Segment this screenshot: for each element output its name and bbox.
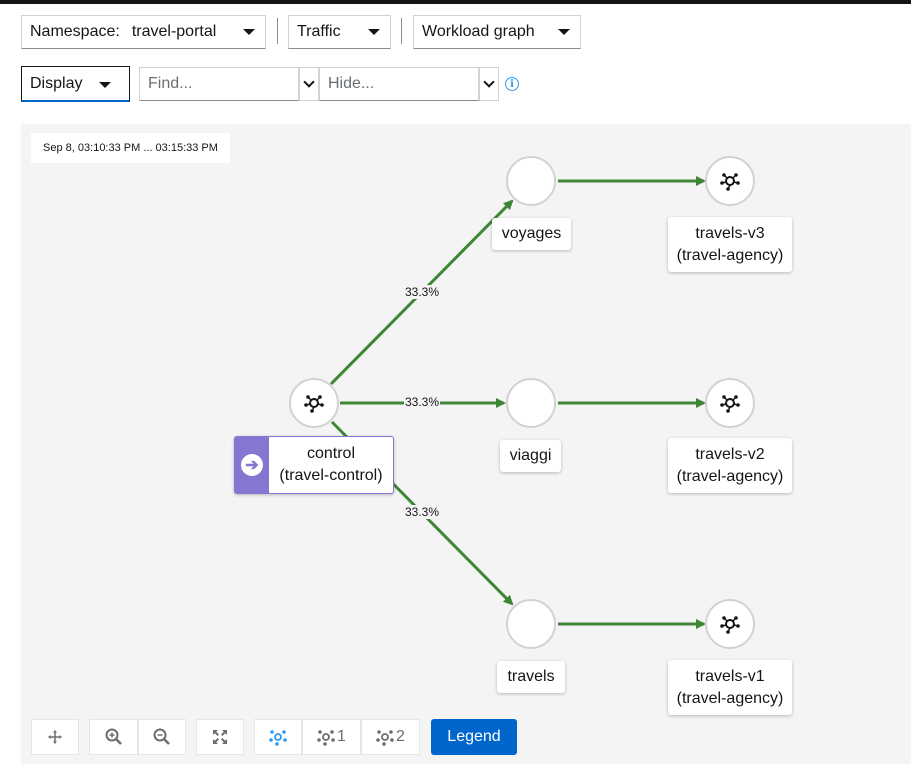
node-travels-v2[interactable]	[705, 378, 755, 428]
edge-label-viaggi: 33.3%	[404, 395, 441, 409]
travels-v3-name: travels-v3	[695, 225, 765, 242]
node-label-travels[interactable]: travels	[497, 661, 565, 693]
node-label-travels-v3[interactable]: travels-v3 (travel-agency)	[668, 217, 792, 272]
namespace-label: Namespace:	[30, 23, 120, 40]
find-options-button[interactable]	[299, 67, 319, 101]
graph-type-label: Workload graph	[422, 23, 535, 40]
find-placeholder: Find...	[148, 75, 193, 92]
control-label-text: control (travel-control)	[269, 437, 393, 493]
node-voyages[interactable]	[506, 156, 556, 206]
node-travels-v1[interactable]	[705, 599, 755, 649]
layout-2-button[interactable]: 2	[361, 719, 420, 755]
toolbar-divider	[277, 18, 278, 44]
edge-label-travels: 33.3%	[404, 505, 441, 519]
node-viaggi[interactable]	[506, 378, 556, 428]
layout-1-label: 1	[337, 728, 346, 745]
caret-down-icon	[243, 29, 255, 35]
display-label: Display	[30, 74, 83, 92]
namespace-dropdown[interactable]: Namespace: travel-portal	[21, 15, 266, 49]
toolbar-divider	[401, 18, 402, 44]
control-namespace: (travel-control)	[279, 467, 383, 484]
arrow-right-icon: ➔	[241, 454, 263, 476]
caret-down-icon	[368, 29, 380, 35]
zoom-out-button[interactable]	[138, 719, 186, 755]
control-name: control	[306, 445, 356, 462]
hide-placeholder: Hide...	[328, 75, 375, 92]
node-label-travels-v2[interactable]: travels-v2 (travel-agency)	[668, 438, 792, 493]
expand-icon	[213, 730, 227, 744]
layout-2-label: 2	[396, 728, 405, 745]
topology-icon	[376, 730, 394, 746]
top-border	[0, 0, 911, 4]
legend-button[interactable]: Legend	[431, 719, 517, 755]
travels-v3-namespace: (travel-agency)	[676, 247, 784, 264]
edge-label-voyages: 33.3%	[404, 285, 441, 299]
fit-to-screen-button[interactable]	[196, 719, 244, 755]
node-travels-v3[interactable]	[705, 156, 755, 206]
zoom-in-icon	[105, 728, 122, 745]
namespace-value: travel-portal	[131, 23, 217, 40]
topology-icon	[269, 730, 287, 746]
info-circle-icon[interactable]: i	[505, 77, 519, 91]
hide-input[interactable]: Hide...	[319, 67, 479, 101]
travels-v1-name: travels-v1	[695, 668, 765, 685]
caret-down-icon	[558, 29, 570, 35]
viaggi-name: viaggi	[509, 447, 552, 464]
travels-v2-name: travels-v2	[695, 446, 765, 463]
control-badge: ➔	[235, 437, 269, 493]
hide-options-button[interactable]	[479, 67, 499, 101]
graph-timestamp: Sep 8, 03:10:33 PM ... 03:15:33 PM	[31, 133, 230, 163]
traffic-dropdown[interactable]: Traffic	[288, 15, 391, 49]
voyages-name: voyages	[501, 225, 562, 242]
zoom-out-icon	[153, 728, 170, 745]
pan-button[interactable]	[31, 719, 79, 755]
travels-v1-namespace: (travel-agency)	[676, 690, 784, 707]
travels-v2-namespace: (travel-agency)	[676, 468, 784, 485]
display-dropdown[interactable]: Display	[21, 66, 130, 102]
travels-name: travels	[507, 668, 555, 685]
topology-icon	[317, 730, 335, 746]
node-travels[interactable]	[506, 599, 556, 649]
layout-default-button[interactable]	[254, 719, 302, 755]
node-label-viaggi[interactable]: viaggi	[500, 440, 561, 472]
node-label-control[interactable]: ➔ control (travel-control)	[234, 436, 394, 494]
caret-down-icon	[99, 82, 111, 88]
layout-1-button[interactable]: 1	[302, 719, 361, 755]
traffic-label: Traffic	[297, 23, 341, 40]
find-input[interactable]: Find...	[139, 67, 299, 101]
graph-type-dropdown[interactable]: Workload graph	[413, 15, 581, 49]
node-control[interactable]	[289, 378, 339, 428]
node-label-travels-v1[interactable]: travels-v1 (travel-agency)	[668, 660, 792, 715]
move-icon	[48, 730, 62, 744]
node-label-voyages[interactable]: voyages	[492, 218, 571, 250]
zoom-in-button[interactable]	[89, 719, 138, 755]
